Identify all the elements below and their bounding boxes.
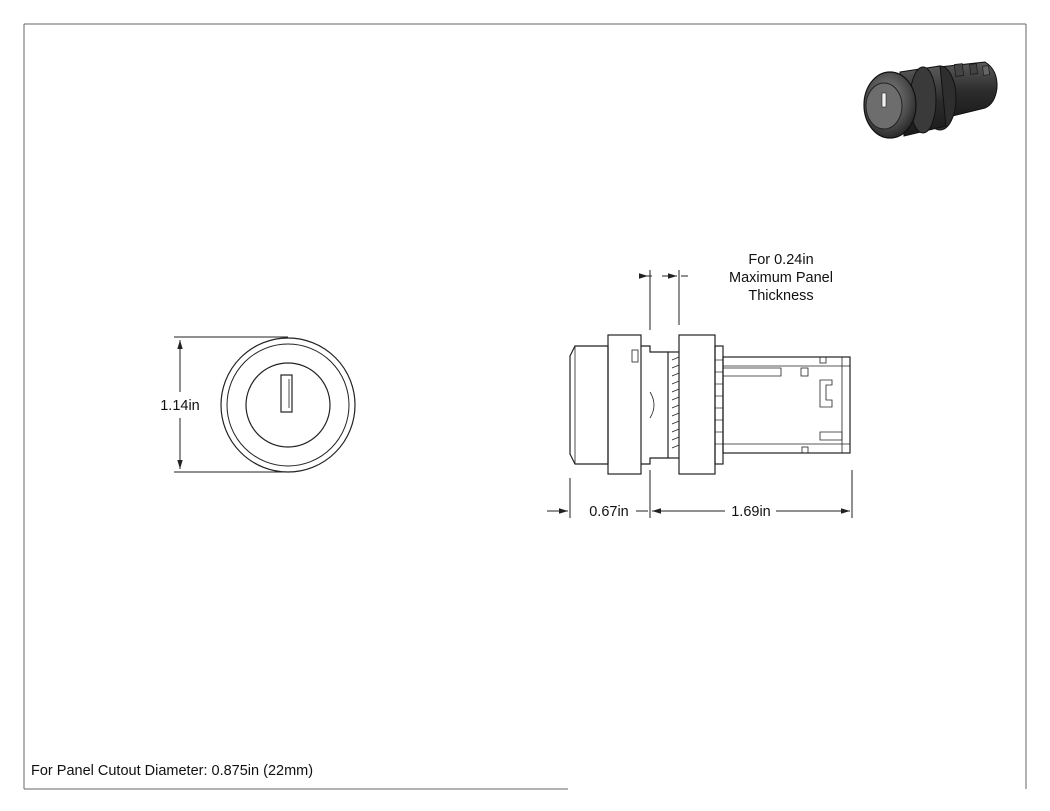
panel-cutout-note: For Panel Cutout Diameter: 0.875in (22mm… [31, 763, 313, 779]
panel-note-line-2: Maximum Panel [729, 270, 833, 286]
diameter-dimension [174, 336, 288, 473]
depth-dimensions [547, 470, 853, 518]
product-3d-view [863, 61, 998, 139]
panel-note-line-3: Thickness [748, 288, 813, 304]
front-depth-label: 0.67in [589, 504, 629, 520]
rear-depth-label: 1.69in [731, 504, 771, 520]
side-view [569, 334, 851, 475]
diameter-label: 1.14in [160, 398, 200, 414]
panel-thickness-dimension [639, 270, 688, 330]
front-view [220, 337, 356, 473]
panel-note-line-1: For 0.24in [748, 252, 813, 268]
drawing-frame [23, 23, 1027, 790]
